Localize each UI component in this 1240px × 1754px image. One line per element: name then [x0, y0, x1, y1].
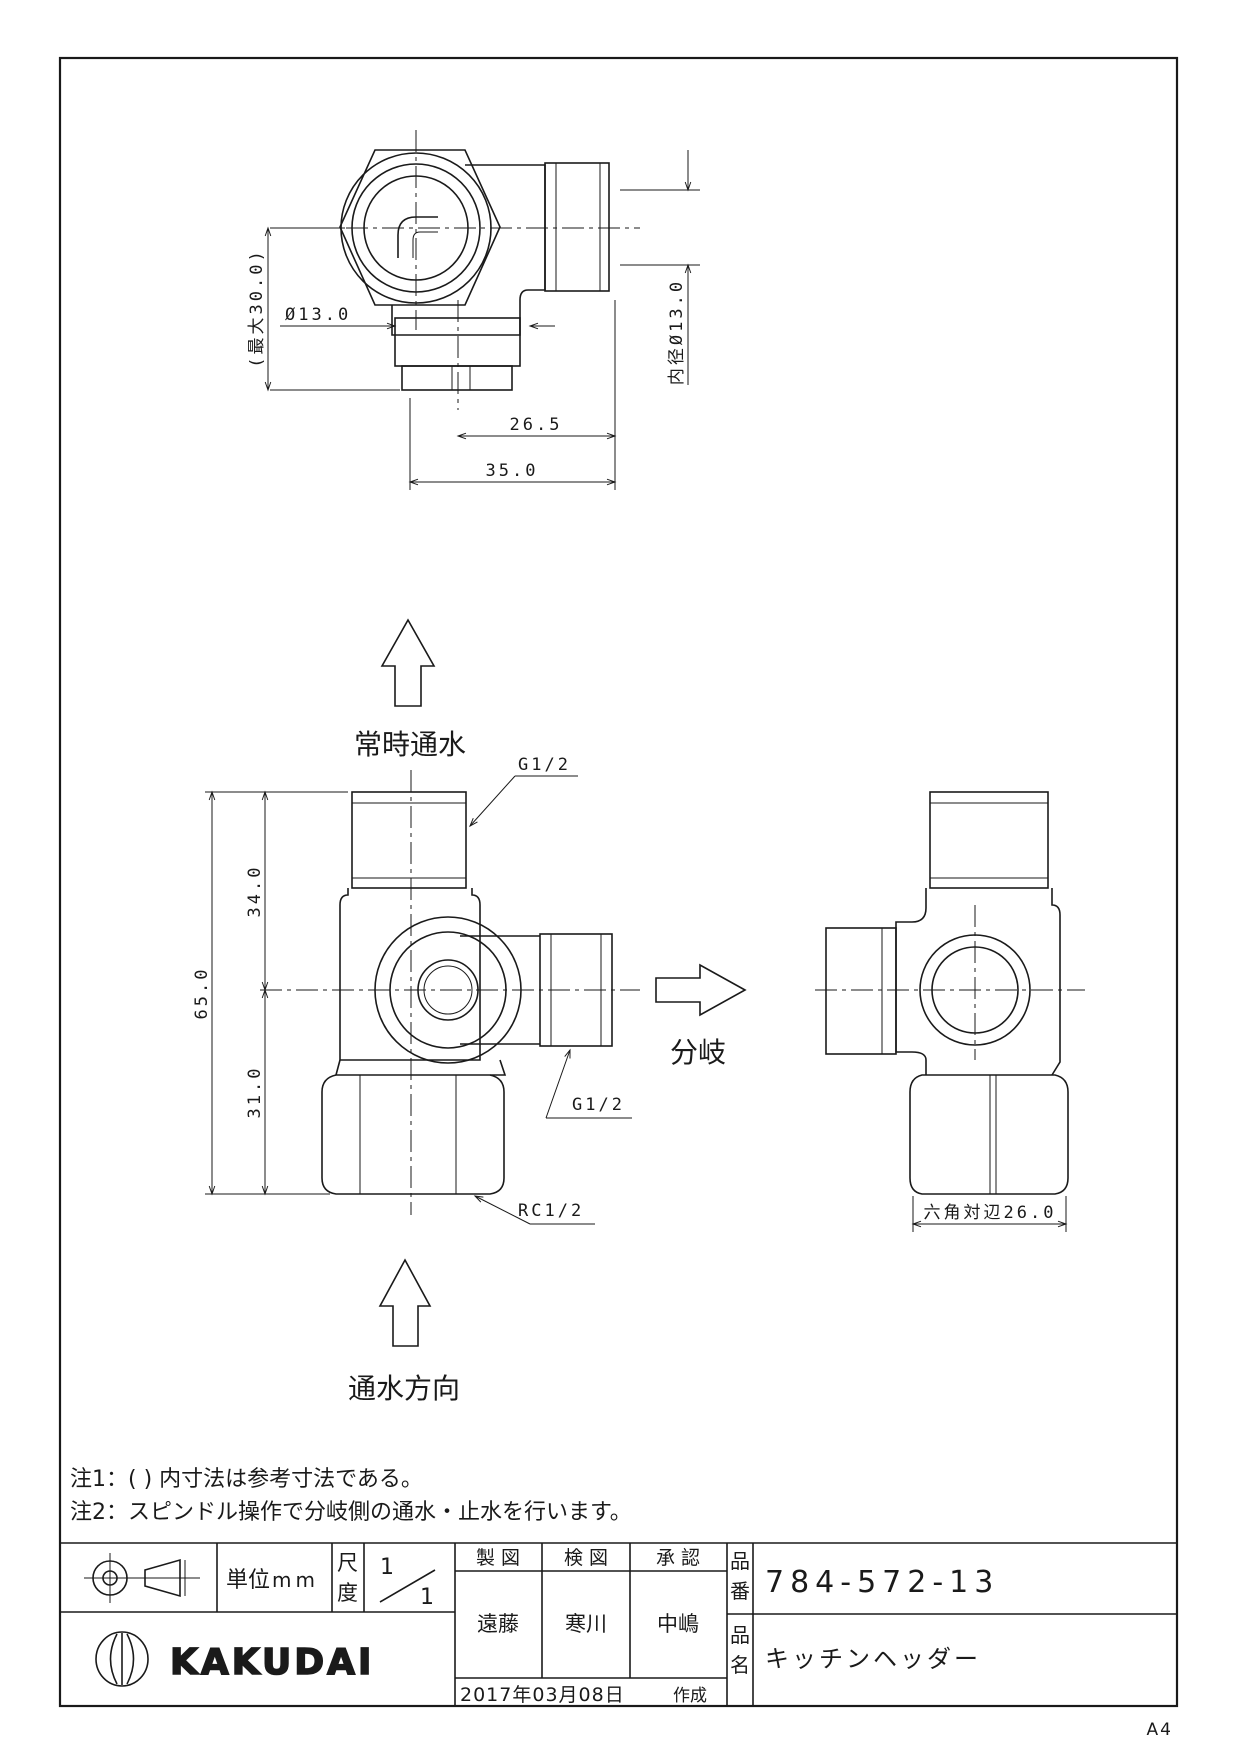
top-view	[310, 130, 640, 410]
created-label: 作成	[673, 1686, 707, 1706]
dim-26-5: 26.5	[510, 415, 563, 435]
part-no-label-1: 品	[730, 1549, 750, 1573]
arrow-up-icon	[380, 618, 436, 707]
label-branch: 分岐	[670, 1036, 726, 1069]
top-view-dimensions: (最大30.0) Ø13.0 内径Ø13.0 26.5 35.0	[247, 150, 700, 490]
dim-35: 35.0	[486, 461, 539, 481]
flow-direction-arrow-icon	[378, 1258, 432, 1347]
callout-g-side: G1/2	[572, 1095, 625, 1115]
part-no-label-2: 番	[730, 1579, 750, 1603]
part-name-label-2: 名	[730, 1653, 750, 1677]
front-view	[260, 770, 640, 1215]
unit-value: mm	[272, 1568, 319, 1592]
dim-phi-13: Ø13.0	[285, 305, 351, 325]
dim-65: 65.0	[192, 967, 212, 1020]
note-2: 注2：スピンドル操作で分岐側の通水・止水を行います。	[70, 1500, 632, 1525]
callout-rc-bottom: RC1/2	[518, 1201, 584, 1221]
drawn-label: 製 図	[476, 1547, 520, 1569]
dim-inner-phi-13: 内径Ø13.0	[667, 279, 687, 385]
dim-34: 34.0	[245, 865, 265, 918]
note-1: 注1：( ) 内寸法は参考寸法である。	[70, 1467, 423, 1492]
scale-slash	[379, 1569, 436, 1603]
dim-max-30: (最大30.0)	[247, 248, 267, 367]
approved-by: 中嶋	[657, 1612, 699, 1636]
callout-g-top: G1/2	[518, 755, 571, 775]
unit-label: 単位	[226, 1568, 270, 1593]
part-name-label-1: 品	[730, 1623, 750, 1647]
front-view-dimensions: 65.0 34.0 31.0	[192, 790, 348, 1196]
projection-symbol-icon	[84, 1553, 200, 1603]
scale-numerator: 1	[380, 1555, 394, 1580]
part-number: 784-572-13	[765, 1565, 999, 1600]
scale-label-2: 度	[337, 1581, 358, 1605]
kakudai-logo: KAKUDAI	[95, 1631, 374, 1687]
dim-31: 31.0	[245, 1066, 265, 1119]
brand-name: KAKUDAI	[170, 1642, 374, 1683]
thread-callouts: G1/2 G1/2 RC1/2	[469, 755, 632, 1225]
side-view-dimensions: 六角対辺26.0	[911, 1196, 1068, 1232]
drawn-by: 遠藤	[477, 1612, 519, 1636]
scale-denominator: 1	[420, 1585, 434, 1610]
arrow-right-icon	[655, 963, 747, 1017]
scale-label-1: 尺	[337, 1551, 358, 1575]
dim-hex-26: 六角対辺26.0	[924, 1203, 1057, 1223]
side-view	[815, 791, 1085, 1195]
sheet-size: A4	[1147, 1720, 1173, 1740]
label-normal-flow: 常時通水	[354, 728, 466, 761]
approved-label: 承 認	[656, 1547, 700, 1569]
checked-by: 寒川	[565, 1612, 607, 1636]
checked-label: 検 図	[564, 1547, 608, 1569]
title-block	[60, 1542, 1177, 1706]
drawing-frame	[58, 56, 1179, 1708]
creation-date: 2017年03月08日	[460, 1684, 625, 1706]
label-flow-direction: 通水方向	[348, 1372, 460, 1405]
part-name: キッチンヘッダー	[765, 1645, 981, 1673]
